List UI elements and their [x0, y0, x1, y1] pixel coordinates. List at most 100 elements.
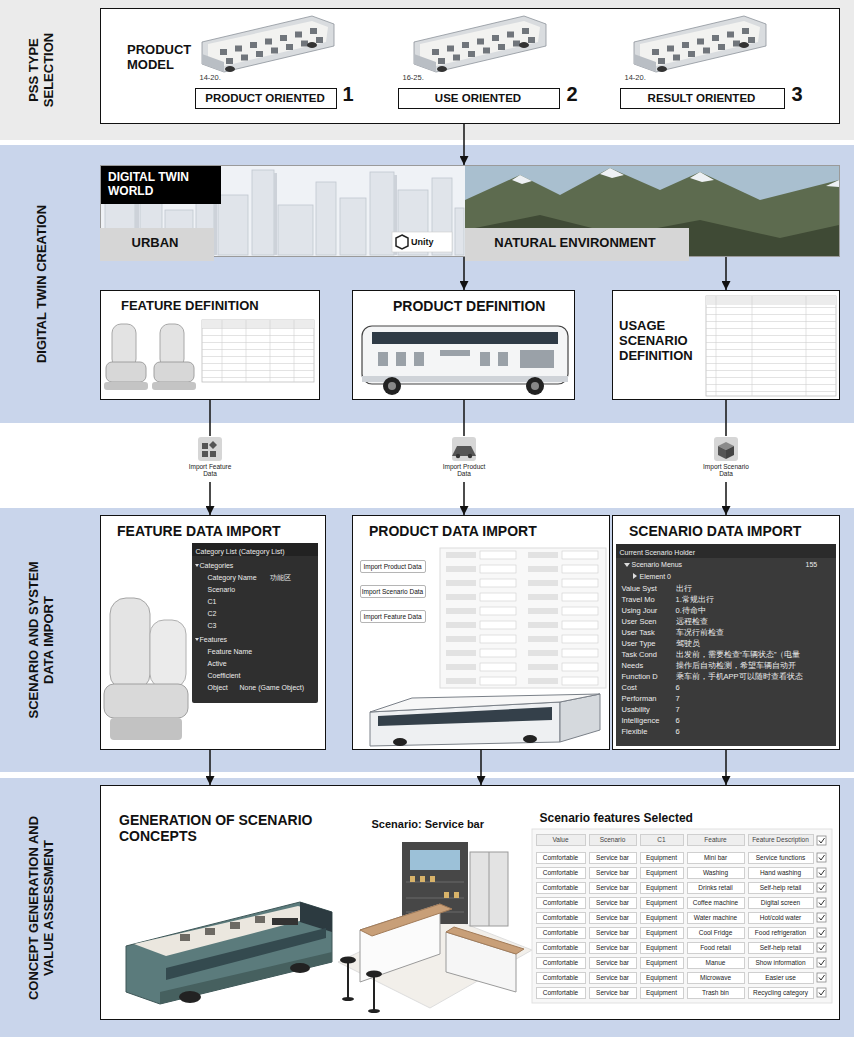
bus-side-picture	[378, 352, 388, 366]
table-cell: Trash bin	[687, 987, 745, 999]
box-ground	[100, 8, 840, 124]
bus-side-picture	[531, 382, 539, 390]
node-title: FEATURE DATA IMPORT	[117, 523, 322, 539]
inspector-field: C2	[208, 609, 288, 618]
flow-arrow	[463, 482, 465, 515]
city-picture	[316, 182, 336, 255]
bus-side-picture	[378, 350, 554, 368]
feature-table-picture	[817, 913, 826, 922]
inspector-field: 6	[676, 716, 832, 726]
bus-side-picture	[372, 332, 558, 344]
inspector-field: User Task	[622, 628, 674, 638]
table-cell: Digital screen	[748, 897, 814, 909]
service-bar-picture	[446, 927, 524, 954]
process-box: PRODUCT DATA IMPORTImport Product DataIm…	[352, 515, 610, 750]
table-cell: Coffee machine	[687, 897, 745, 909]
inspector-field: Active	[208, 659, 288, 668]
table-cell: Drinks retail	[687, 882, 745, 894]
band-title: CONCEPT GENERATION AND VALUE ASSESSMENT	[27, 808, 57, 1008]
inspector-field: Needs	[622, 661, 674, 671]
table-cell: Cool Fridge	[687, 927, 745, 939]
band-title: DIGITAL TWIN CREATION	[35, 159, 50, 409]
city-picture	[252, 170, 274, 255]
bus-model-picture	[202, 16, 766, 72]
concept-bus-picture	[126, 902, 332, 1004]
table-cell: Service bar	[589, 897, 637, 909]
inspector-panel	[616, 544, 836, 746]
city-picture	[392, 232, 452, 252]
inspector-field: Function D	[622, 672, 674, 682]
table-cell: Manue	[687, 957, 745, 969]
feature-table-picture	[817, 836, 826, 845]
node-title: USAGE SCENARIO DEFINITION	[619, 319, 699, 364]
inspector-panel	[192, 543, 318, 703]
inspector-field: 车况行前检查	[676, 628, 832, 638]
table-cell: Equipment	[640, 912, 684, 924]
table-cell: Hand washing	[748, 867, 814, 879]
inspector-field: 驾驶员	[676, 639, 832, 649]
process-box: SCENARIO DATA IMPORTCurrent Scenario Hol…	[612, 515, 840, 750]
inspector-field: User Type	[622, 639, 674, 649]
bus-3d-picture	[378, 707, 552, 726]
seat-picture	[152, 382, 196, 390]
node-title: Import Product Data	[436, 463, 492, 478]
inspector-panel	[192, 543, 318, 556]
option-box: USE ORIENTED	[398, 88, 560, 109]
bus-3d-picture	[370, 694, 600, 746]
inspector-field: Performan	[622, 694, 674, 704]
feature-table-picture	[222, 320, 294, 382]
service-bar-picture	[410, 876, 415, 882]
table-cell: Equipment	[640, 972, 684, 984]
bus-3d-picture	[523, 735, 537, 743]
mountain-picture	[465, 166, 839, 256]
table-cell: Hot/cold water	[748, 912, 814, 924]
feature-table-picture	[532, 829, 832, 1003]
bus-3d-picture	[370, 694, 600, 712]
node-title: DIGITAL TWIN WORLD	[101, 166, 221, 204]
inspector-panel	[624, 563, 630, 567]
product-form-picture	[440, 548, 606, 688]
feature-table-picture	[817, 883, 826, 892]
inspector-field: 7	[676, 705, 832, 715]
service-bar-picture	[444, 892, 449, 898]
scenario-table-picture	[752, 296, 753, 396]
city-picture	[396, 235, 408, 249]
band-ground	[0, 145, 854, 423]
box-ground	[100, 785, 840, 1020]
concept-bus-picture	[180, 934, 190, 941]
inspector-field: Travel Mo	[622, 595, 674, 605]
feature-table-picture	[817, 973, 826, 982]
concept-bus-picture	[290, 963, 310, 973]
feature-table-picture	[817, 928, 826, 937]
band-title: PSS TYPE SELECTION	[27, 10, 57, 130]
bus-model-picture	[202, 16, 334, 72]
feature-table-picture	[817, 853, 826, 862]
service-bar-picture	[420, 876, 425, 882]
table-cell: Service bar	[589, 912, 637, 924]
scenario-table-picture	[716, 296, 806, 396]
inspector-field: 功能区	[270, 573, 314, 582]
table-cell: Easier use	[748, 972, 814, 984]
inspector-panel	[192, 543, 318, 703]
table-cell: Comfortable	[536, 987, 586, 999]
inspector-field: 0.待命中	[676, 606, 832, 616]
box-ground	[352, 290, 575, 400]
feature-table-picture	[202, 320, 314, 382]
inspector-field: Flexible	[622, 727, 674, 737]
inspector-field: 远程检查	[676, 617, 832, 627]
flow-arrow	[209, 400, 211, 436]
table-header-cell: Value	[536, 834, 586, 846]
table-cell: Comfortable	[536, 942, 586, 954]
service-bar-picture	[373, 976, 375, 1010]
feature-table-picture	[270, 320, 271, 382]
seat-picture	[150, 620, 186, 688]
node-title: Import Feature Data	[182, 463, 238, 478]
node-title: PRODUCT DATA IMPORT	[369, 523, 574, 539]
feature-table-picture	[817, 958, 826, 967]
node-title: PRODUCT ORIENTED	[196, 89, 335, 107]
node-title: USE ORIENTED	[399, 89, 558, 107]
feature-table-picture	[817, 898, 826, 907]
table-cell: Service bar	[589, 942, 637, 954]
seat-picture	[104, 324, 196, 390]
concept-bus-picture	[255, 916, 265, 923]
